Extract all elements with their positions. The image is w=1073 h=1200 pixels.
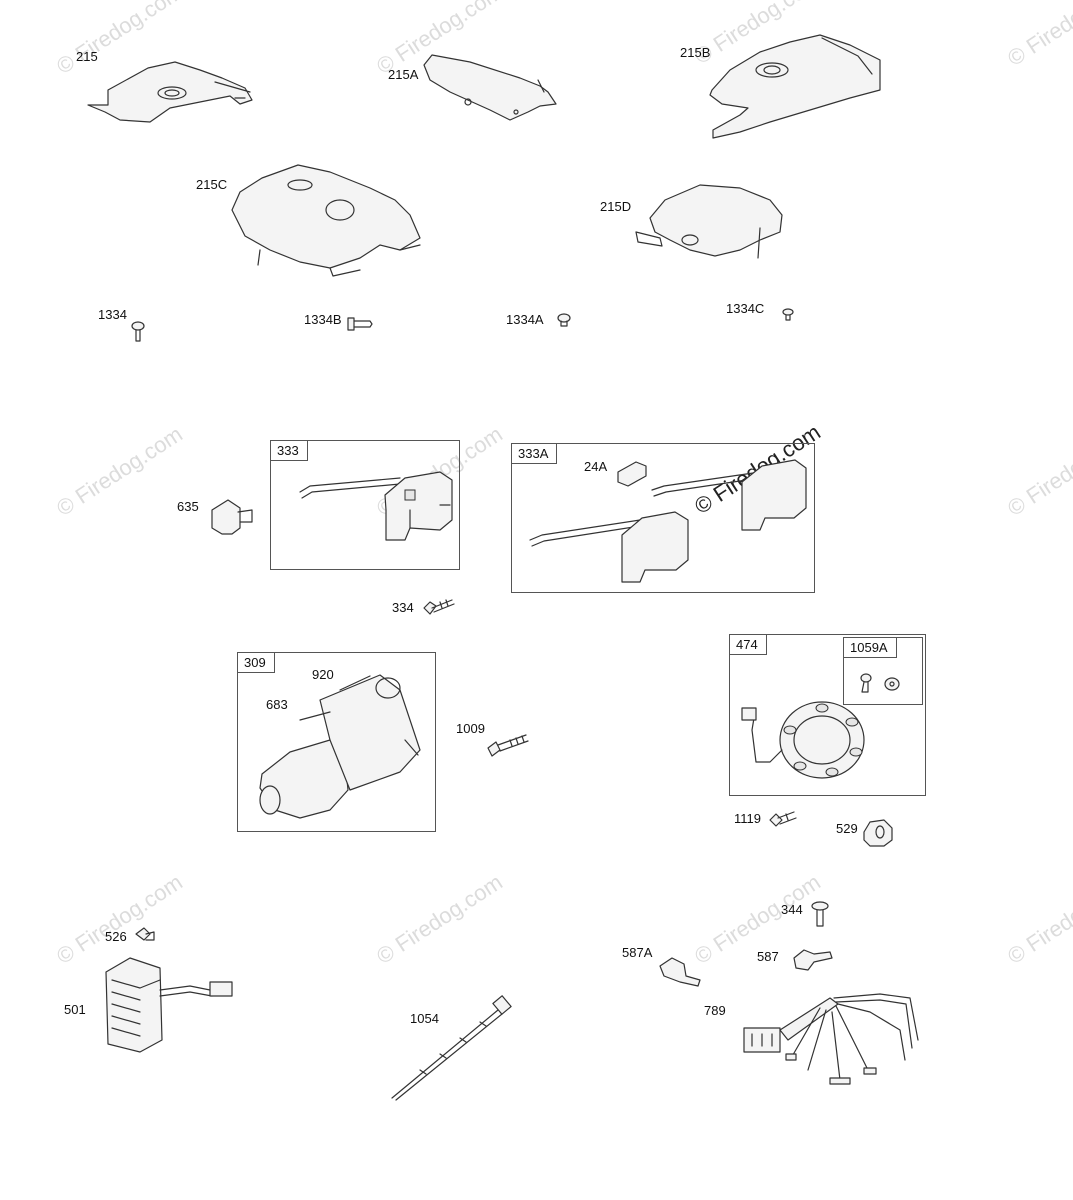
watermark: © Firedog.com	[52, 421, 187, 521]
spark-plug-boot-635	[211, 499, 253, 535]
screw-334	[423, 599, 455, 615]
stator-474	[741, 701, 865, 779]
group-box-309: 309	[237, 652, 436, 832]
voltage-regulator-501	[105, 957, 233, 1053]
part-label: 1334C	[726, 301, 765, 316]
part-label: 789	[704, 1003, 726, 1018]
group-label: 333	[271, 441, 308, 461]
part-label: 1334A	[506, 312, 544, 327]
part-label: 587A	[622, 945, 653, 960]
part-label: 501	[64, 1002, 86, 1017]
part-label: 334	[392, 600, 414, 615]
part-label: 215	[76, 49, 98, 64]
grommet-529	[863, 819, 893, 847]
watermark: © Firedog.com	[1003, 0, 1073, 71]
screw-526	[135, 927, 155, 941]
watermark: © Firedog.com	[1003, 421, 1073, 521]
screw-washer-1059A	[860, 673, 900, 693]
part-label: 1054	[410, 1011, 439, 1026]
part-label: 215B	[680, 45, 711, 60]
part-label: 215D	[600, 199, 632, 214]
group-label: 474	[730, 635, 767, 655]
group-box-333: 333	[270, 440, 460, 570]
part-label: 529	[836, 821, 858, 836]
wire-harness-789	[743, 993, 919, 1085]
clip-587A	[659, 957, 701, 987]
part-label: 526	[105, 929, 127, 944]
group-label: 333A	[512, 444, 558, 464]
shroud-215C	[231, 164, 421, 277]
group-label: 1059A	[844, 638, 897, 658]
shroud-215A	[423, 54, 557, 121]
part-label: 215A	[388, 67, 419, 82]
part-label: 1119	[734, 811, 761, 826]
ignition-coil-333	[299, 471, 453, 541]
clip-587	[793, 949, 833, 971]
part-label: 344	[781, 902, 803, 917]
part-label: 587	[757, 949, 779, 964]
part-label: 1009	[456, 721, 485, 736]
screw-1334B	[347, 317, 373, 331]
shroud-215D	[635, 184, 783, 259]
watermark: © Firedog.com	[52, 869, 187, 969]
shroud-215	[87, 61, 253, 123]
screw-1334	[131, 321, 145, 342]
cable-tie-1054	[391, 995, 512, 1101]
shroud-215B	[709, 34, 881, 139]
bolt-1009	[487, 734, 529, 757]
screw-1334A	[557, 313, 571, 327]
part-label: 635	[177, 499, 199, 514]
part-label: 24A	[584, 459, 608, 474]
group-label: 309	[238, 653, 275, 673]
part-label: 683	[266, 697, 288, 712]
watermark: © Firedog.com	[372, 869, 507, 969]
part-label: 1334B	[304, 312, 342, 327]
starter-motor-309	[259, 674, 421, 819]
part-label: 1334	[98, 307, 127, 322]
watermark: © Firedog.com	[1003, 869, 1073, 969]
part-label: 920	[312, 667, 334, 682]
group-box-1059A: 1059A	[843, 637, 923, 705]
group-box-333A: 333A	[511, 443, 815, 593]
ignition-coil-333A	[529, 459, 807, 583]
screw-1119	[769, 811, 797, 827]
screw-344	[811, 901, 829, 927]
group-box-474: 474	[729, 634, 926, 796]
screw-1334C	[782, 308, 794, 321]
connector-24A	[617, 461, 647, 487]
part-label: 215C	[196, 177, 228, 192]
